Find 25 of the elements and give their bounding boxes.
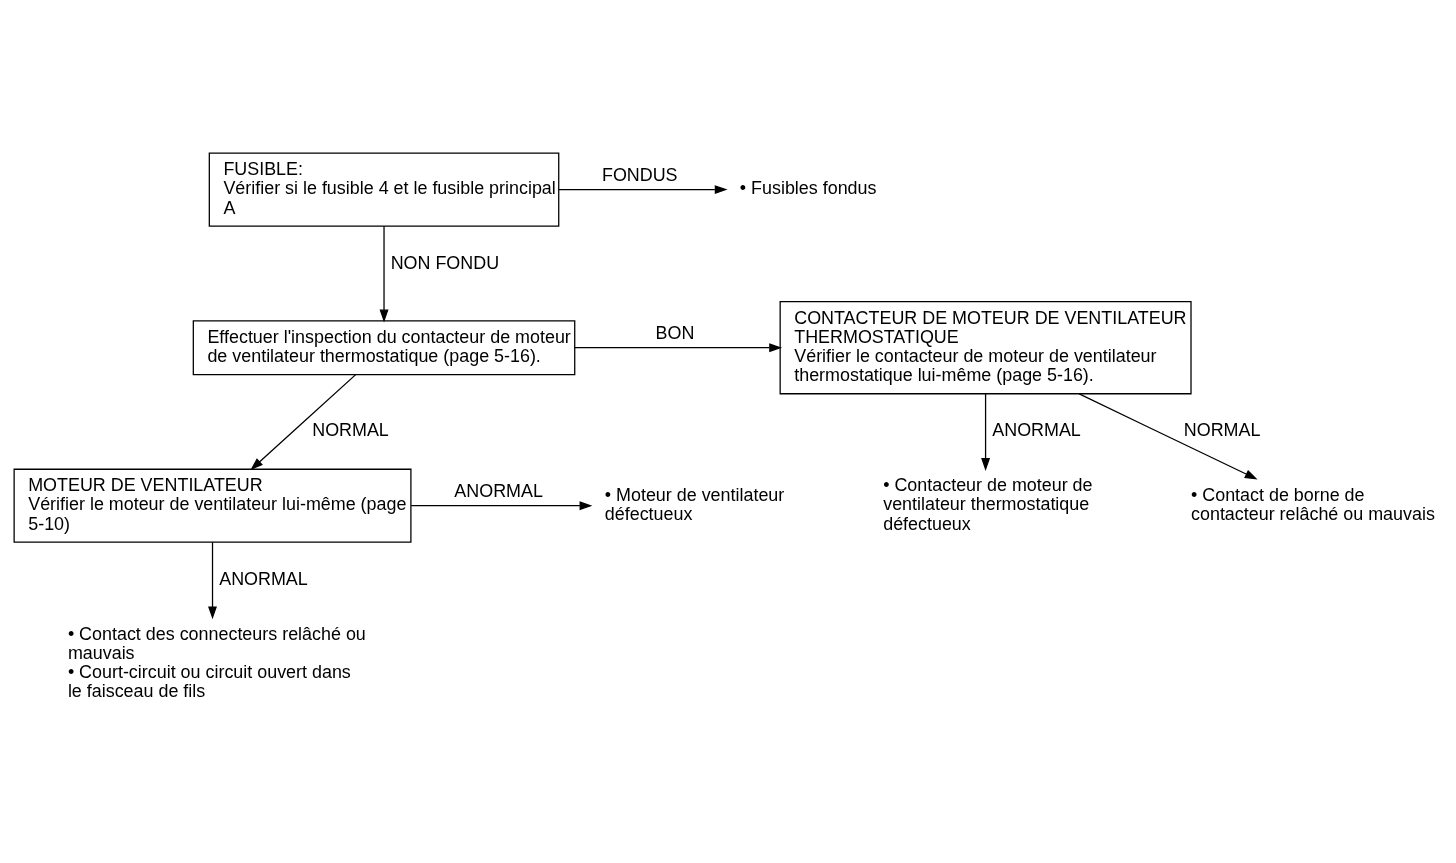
- node-box: Effectuer l'inspection du contacteur de moteur de ventilateur thermostatique (page 5-16).: [192, 320, 576, 376]
- node-text: • Contacteur de moteur de ventilateur thermostatique défectueux: [883, 475, 1093, 534]
- node-text: • Moteur de ventilateur défectueux: [604, 484, 785, 525]
- node-text: • Contact des connecteurs relâché ou mauvais • Court-circuit ou circuit ouvert dans le faisceau de fils: [67, 623, 366, 702]
- arrow: [208, 541, 217, 620]
- arrow: [379, 225, 389, 323]
- edge-label: FONDUS: [601, 164, 678, 185]
- edge-label: ANORMAL: [219, 568, 308, 589]
- node-text: • Contact de borne de contacteur relâché ou mauvais: [1191, 484, 1435, 525]
- edge-label: NORMAL: [312, 420, 389, 441]
- node-box: FUSIBLE: Vérifier si le fusible 4 et le fusible principal A: [208, 152, 560, 227]
- arrow: [410, 501, 593, 511]
- edge-label: NORMAL: [1183, 420, 1260, 441]
- arrow: [1078, 393, 1258, 480]
- edge-label: ANORMAL: [992, 420, 1081, 441]
- arrow: [574, 343, 783, 353]
- node-box: MOTEUR DE VENTILATEUR Vérifier le moteur de ventilateur lui-même (page 5-10): [13, 468, 412, 543]
- node-text: • Fusibles fondus: [739, 178, 877, 199]
- edge-label: NON FONDU: [390, 252, 500, 273]
- arrow: [981, 393, 991, 471]
- arrow: [558, 185, 728, 195]
- arrow: [250, 374, 357, 471]
- edge-label: BON: [655, 322, 695, 343]
- edge-label: ANORMAL: [454, 481, 543, 502]
- node-box: CONTACTEUR DE MOTEUR DE VENTILATEUR THERMOSTATIQUE Vérifier le contacteur de moteur de ventilateur thermostatique lui-même (page 5-16).: [779, 300, 1192, 395]
